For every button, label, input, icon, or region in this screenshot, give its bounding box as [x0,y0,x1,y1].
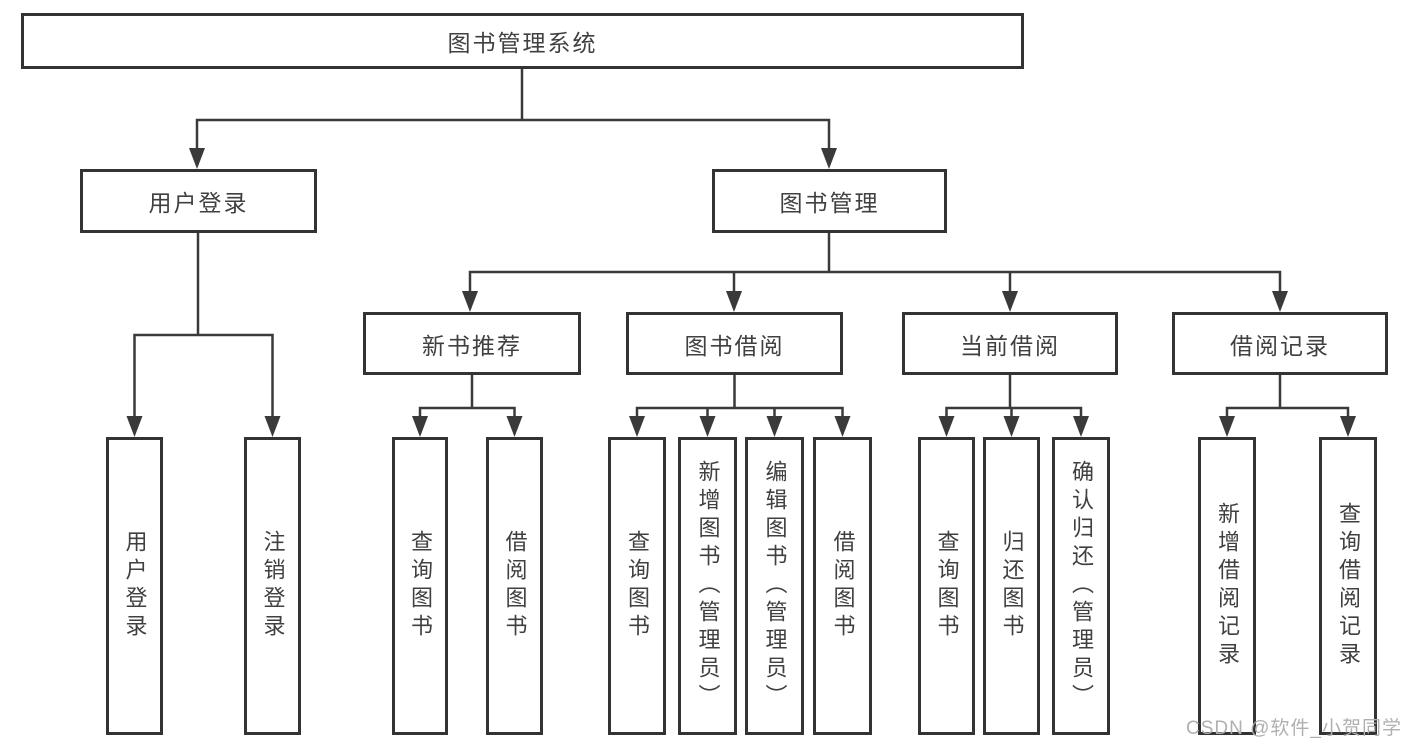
leaf-logout: 注销登录 [244,437,301,735]
node-book-management: 图书管理 [712,169,947,233]
leaf-query-books-recommend: 查询图书 [392,437,448,735]
node-label: 图书管理系统 [447,30,598,56]
leaf-user-login: 用户登录 [106,437,163,735]
leaf-query-books-borrow: 查询图书 [608,437,666,735]
leaf-confirm-return-admin: 确认归还（管理员） [1052,437,1110,735]
leaf-label: 新增借阅记录 [1215,502,1240,670]
leaf-label: 查询图书 [625,530,650,642]
node-label: 当前借阅 [960,332,1060,359]
node-library-system: 图书管理系统 [21,13,1024,69]
leaf-add-borrow-record: 新增借阅记录 [1198,437,1256,735]
leaf-query-borrow-record: 查询借阅记录 [1319,437,1377,735]
node-book-borrow: 图书借阅 [626,312,843,375]
leaf-query-books-current: 查询图书 [918,437,975,735]
node-borrow-records: 借阅记录 [1172,312,1388,375]
leaf-add-books-admin: 新增图书（管理员） [678,437,737,735]
node-current-borrow: 当前借阅 [902,312,1118,375]
leaf-label: 注销登录 [260,530,286,642]
leaf-label: 查询借阅记录 [1336,502,1361,670]
leaf-borrow-books-recommend: 借阅图书 [486,437,543,735]
node-label: 用户登录 [148,190,249,216]
leaf-label: 查询图书 [408,530,433,642]
leaf-edit-books-admin: 编辑图书（管理员） [745,437,804,735]
leaf-borrow-books: 借阅图书 [813,437,872,735]
leaf-label: 编辑图书（管理员） [762,460,788,712]
watermark: CSDN @软件_小贺同学 [1186,718,1402,739]
leaf-label: 归还图书 [999,530,1025,642]
node-new-book-recommend: 新书推荐 [363,312,581,375]
leaf-label: 查询图书 [934,530,960,642]
node-label: 新书推荐 [422,332,522,359]
node-label: 图书管理 [779,190,880,216]
node-user-login: 用户登录 [80,169,317,233]
leaf-label: 确认归还（管理员） [1069,460,1094,712]
leaf-label: 新增图书（管理员） [695,460,721,712]
leaf-label: 用户登录 [122,530,148,642]
node-label: 图书借阅 [684,332,785,359]
leaf-return-books: 归还图书 [983,437,1040,735]
leaf-label: 借阅图书 [830,530,856,642]
leaf-label: 借阅图书 [502,530,528,642]
node-label: 借阅记录 [1230,332,1330,359]
